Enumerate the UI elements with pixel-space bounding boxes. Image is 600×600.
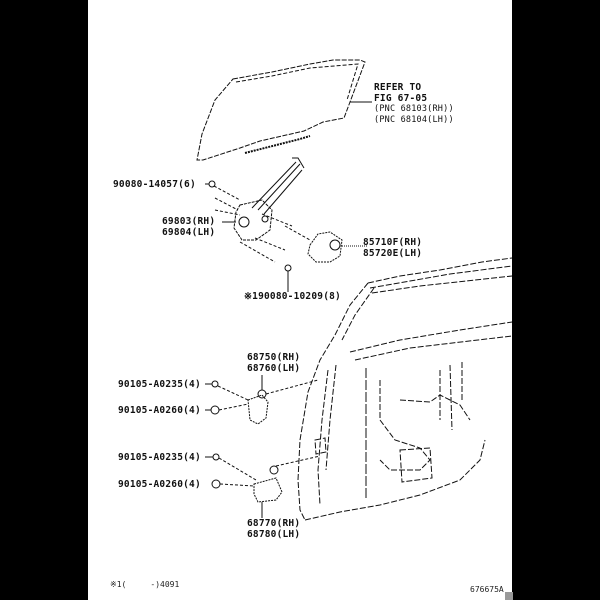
footer-note: ※1( -)4091 [110, 580, 180, 589]
upper-hinge-rh-label: 68750(RH) [247, 352, 301, 363]
glass-ref-line4: (PNC 68104(LH)) [374, 115, 454, 125]
regulator-bolt-label: 90080-14057(6) [113, 179, 196, 190]
glass-ref-line3: (PNC 68103(RH)) [374, 104, 454, 114]
window-regulator-drawing [205, 157, 311, 263]
lower-hinge-drawing [205, 453, 321, 518]
figure-id: 676675A [470, 585, 504, 594]
lower-hinge-rh-label: 68770(RH) [247, 518, 301, 529]
door-panel-drawing [297, 257, 513, 521]
upper-hinge-bolt-b-label: 90105-A0260(4) [118, 405, 201, 416]
lower-hinge-bolt-b-label: 90105-A0260(4) [118, 479, 201, 490]
diagram-sheet [88, 0, 512, 600]
upper-hinge-drawing [205, 375, 319, 425]
glass-ref-line2: FIG 67-05 [374, 93, 428, 104]
door-glass-drawing [196, 59, 372, 161]
corner-marker [505, 592, 513, 600]
motor-rh-label: 85710F(RH) [363, 237, 423, 248]
lower-hinge-bolt-a-label: 90105-A0235(4) [118, 452, 201, 463]
upper-hinge-lh-label: 68760(LH) [247, 363, 301, 374]
regulator-rh-label: 69803(RH) [162, 216, 216, 227]
lower-hinge-lh-label: 68780(LH) [247, 529, 301, 540]
upper-hinge-bolt-a-label: 90105-A0235(4) [118, 379, 201, 390]
regulator-lh-label: 69804(LH) [162, 227, 216, 238]
regulator-motor-drawing [284, 231, 368, 292]
motor-screw-label: ※190080-10209(8) [244, 291, 341, 302]
motor-lh-label: 85720E(LH) [363, 248, 423, 259]
glass-ref-line1: REFER TO [374, 82, 422, 93]
